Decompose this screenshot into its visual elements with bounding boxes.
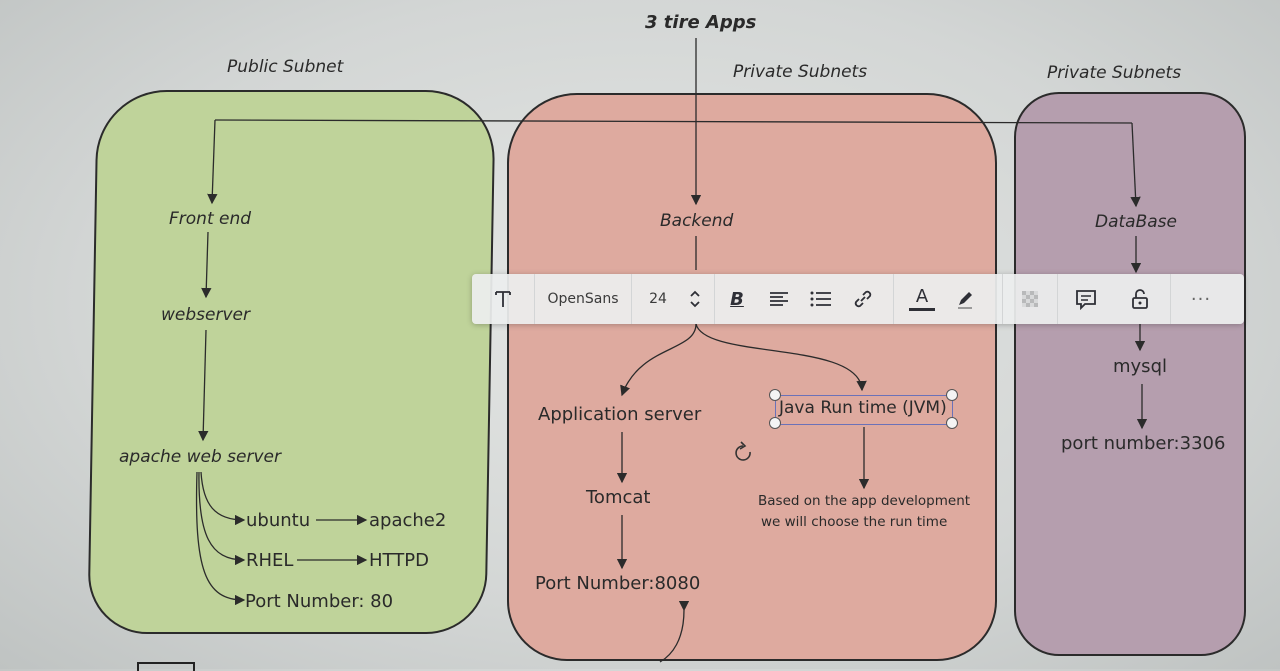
toolbar-divider bbox=[631, 274, 632, 324]
application-server-label[interactable]: Application server bbox=[538, 404, 702, 425]
database-label[interactable]: DataBase bbox=[1095, 212, 1177, 232]
toolbar-divider bbox=[1002, 274, 1003, 324]
resize-handle-bottom-left[interactable] bbox=[769, 417, 781, 429]
frontend-label[interactable]: Front end bbox=[169, 209, 252, 229]
font-family-select[interactable]: OpenSans bbox=[547, 291, 619, 307]
private-subnets-label-db[interactable]: Private Subnets bbox=[1047, 63, 1182, 83]
resize-handle-top-left[interactable] bbox=[769, 389, 781, 401]
toolbar-divider bbox=[534, 274, 535, 324]
unlock-icon bbox=[1132, 289, 1148, 309]
frontend-port-label[interactable]: Port Number: 80 bbox=[245, 591, 394, 612]
comment-button[interactable] bbox=[1058, 274, 1114, 324]
highlight-button[interactable] bbox=[950, 274, 980, 324]
text-color-swatch bbox=[909, 307, 935, 311]
rhel-label[interactable]: RHEL bbox=[246, 550, 294, 571]
align-button[interactable] bbox=[759, 274, 799, 324]
bullet-list-icon bbox=[810, 291, 831, 307]
tomcat-label[interactable]: Tomcat bbox=[586, 487, 651, 508]
webserver-label[interactable]: webserver bbox=[161, 305, 250, 325]
highlighter-icon bbox=[958, 292, 972, 309]
toolbar-divider bbox=[1170, 274, 1171, 324]
link-button[interactable] bbox=[843, 274, 883, 324]
text-tool-button[interactable] bbox=[472, 274, 534, 324]
lock-button[interactable] bbox=[1114, 274, 1166, 324]
font-size-stepper[interactable] bbox=[684, 274, 706, 324]
toolbar-divider bbox=[1057, 274, 1058, 324]
database-subnet-panel[interactable] bbox=[1014, 92, 1246, 656]
runtime-note-line1[interactable]: Based on the app development bbox=[758, 493, 971, 509]
toolbar-divider bbox=[893, 274, 894, 324]
text-tool-icon bbox=[495, 291, 511, 307]
runtime-note-line2[interactable]: we will choose the run time bbox=[761, 514, 948, 530]
resize-handle-bottom-right[interactable] bbox=[946, 417, 958, 429]
mysql-label[interactable]: mysql bbox=[1113, 356, 1167, 377]
diagram-title[interactable]: 3 tire Apps bbox=[645, 12, 757, 33]
link-icon bbox=[854, 290, 872, 308]
db-port-label[interactable]: port number:3306 bbox=[1061, 433, 1226, 454]
text-color-button[interactable]: A bbox=[894, 274, 950, 324]
private-subnets-label-backend[interactable]: Private Subnets bbox=[733, 62, 868, 82]
apache-web-server-label[interactable]: apache web server bbox=[119, 447, 281, 467]
list-button[interactable] bbox=[799, 274, 843, 324]
chevron-up-down-icon bbox=[690, 290, 700, 308]
jvm-label[interactable]: Java Run time (JVM) bbox=[779, 398, 947, 418]
httpd-label[interactable]: HTTPD bbox=[369, 550, 429, 571]
public-subnet-label[interactable]: Public Subnet bbox=[227, 57, 344, 77]
resize-handle-top-right[interactable] bbox=[946, 389, 958, 401]
text-format-toolbar: OpenSans 24 B A bbox=[472, 274, 1244, 324]
bottom-edge-tab bbox=[137, 662, 195, 671]
font-size-input[interactable]: 24 bbox=[649, 291, 667, 307]
transparency-icon bbox=[1022, 291, 1038, 307]
toolbar-divider bbox=[714, 274, 715, 324]
apache2-label[interactable]: apache2 bbox=[369, 510, 447, 531]
transparency-button[interactable] bbox=[1003, 274, 1057, 324]
text-color-icon: A bbox=[915, 285, 929, 307]
bold-button[interactable]: B bbox=[730, 288, 744, 310]
backend-label[interactable]: Backend bbox=[660, 211, 734, 231]
more-options-button[interactable]: ··· bbox=[1190, 288, 1212, 310]
ubuntu-label[interactable]: ubuntu bbox=[246, 510, 311, 531]
backend-port-label[interactable]: Port Number:8080 bbox=[535, 573, 701, 594]
comment-icon bbox=[1076, 290, 1096, 310]
jvm-selection-box[interactable] bbox=[775, 395, 953, 425]
align-left-icon bbox=[770, 292, 788, 306]
